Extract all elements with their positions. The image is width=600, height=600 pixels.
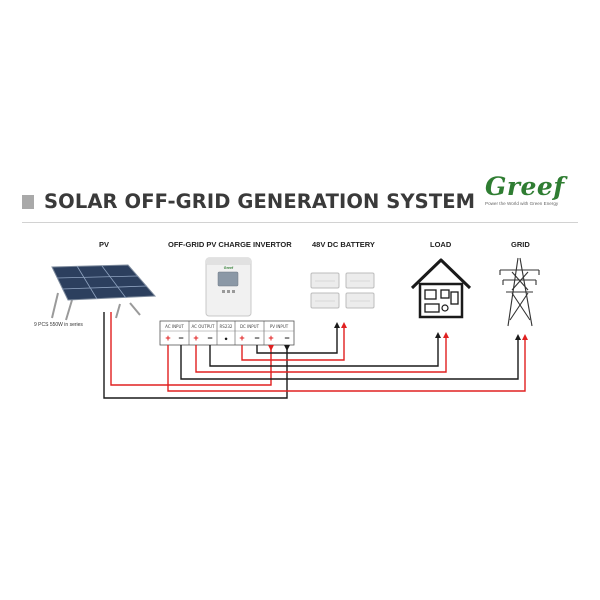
battery-bank — [310, 272, 375, 309]
transmission-tower-icon — [499, 257, 540, 327]
title-divider — [22, 222, 578, 223]
wire-load-negative — [209, 338, 439, 367]
terminal-ac-input-negative: − — [178, 333, 183, 343]
solar-panel-array — [51, 264, 157, 321]
title-bar: SOLAR OFF-GRID GENERATION SYSTEM — [22, 190, 475, 213]
terminal-label-rs232: RS232 — [220, 324, 233, 329]
terminal-strip: AC INPUT AC OUTPUT RS232 DC INPUT PV INP… — [159, 320, 295, 346]
terminal-pv-input-positive: + — [268, 333, 273, 343]
terminal-ac-output-positive: + — [193, 333, 198, 343]
wire-battery-positive — [241, 328, 345, 361]
section-label-grid: GRID — [511, 240, 530, 249]
terminal-label-dc-input: DC INPUT — [240, 324, 260, 329]
brand-wordmark: Greef — [485, 172, 565, 201]
title-marker-square — [22, 194, 34, 209]
wiring-lines — [103, 312, 526, 399]
brand-logo: Greef Power the World with Green Energy — [485, 174, 585, 218]
wire-arrows — [268, 322, 528, 351]
pv-array-caption: 9 PCS 550W in series — [34, 322, 83, 328]
house-load-icon — [410, 258, 472, 319]
brand-tagline: Power the World with Green Energy — [485, 201, 559, 206]
wire-load-positive — [195, 338, 447, 373]
terminal-ac-output-negative: − — [207, 333, 212, 343]
wire-pv-positive — [110, 312, 272, 386]
inverter-unit: Greef — [205, 257, 252, 317]
wire-grid-positive — [167, 340, 526, 392]
page-title: SOLAR OFF-GRID GENERATION SYSTEM — [44, 190, 476, 213]
section-label-inverter: OFF-GRID PV CHARGE INVERTOR — [168, 240, 292, 249]
wire-grid-negative — [180, 340, 519, 380]
terminal-label-ac-input: AC INPUT — [165, 324, 184, 329]
inverter-brand-label: Greef — [224, 266, 234, 270]
wire-battery-negative — [256, 328, 338, 354]
terminal-label-ac-output: AC OUTPUT — [191, 324, 215, 329]
terminal-ac-input-positive: + — [165, 333, 170, 343]
terminal-label-pv-input: PV INPUT — [270, 324, 289, 329]
terminal-pv-input-negative: − — [284, 333, 289, 343]
section-label-battery: 48V DC BATTERY — [312, 240, 375, 249]
section-label-pv: PV — [99, 240, 110, 249]
terminal-dc-input-positive: + — [239, 333, 244, 343]
terminal-rs232-port: ● — [224, 337, 228, 343]
section-label-load: LOAD — [430, 240, 452, 249]
terminal-dc-input-negative: − — [254, 333, 259, 343]
